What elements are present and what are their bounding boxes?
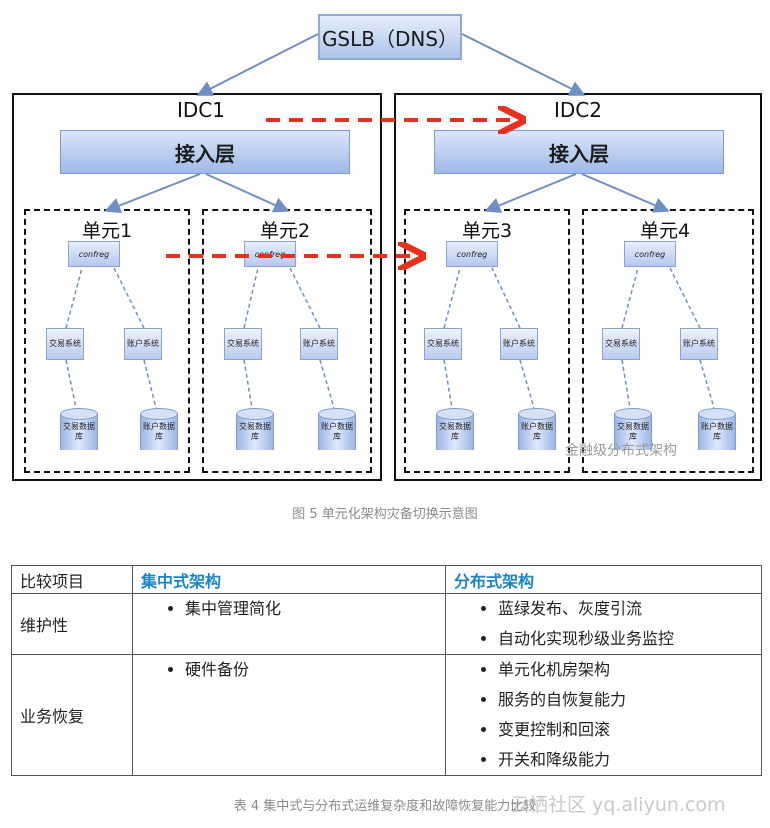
comparison-table: 比较项目 集中式架构 分布式架构 维护性 集中管理简化 蓝绿发布、灰度引流 自动… (11, 565, 762, 776)
row-centralized: 集中管理简化 (132, 593, 446, 655)
unit-2-account-db: 账户数据库 (318, 408, 356, 456)
gslb-to-idc1-arrow (196, 33, 319, 96)
bullet-item: 服务的自恢复能力 (498, 685, 753, 715)
table-row: 业务恢复 硬件备份 单元化机房架构 服务的自恢复能力 变更控制和回滚 开关和降级… (11, 654, 762, 776)
unit-3-account-system: 账户系统 (500, 328, 538, 360)
unit-3-trade-system: 交易系统 (424, 328, 462, 360)
unit-2-trade-db: 交易数据库 (236, 408, 274, 456)
unit-1-confreg: confreg (68, 241, 120, 267)
unit-2-trade-db-label: 交易数据库 (236, 414, 274, 450)
site-watermark: 云栖社区 yq.aliyun.com (510, 794, 726, 816)
diagram-caption: 图 5 单元化架构灾备切换示意图 (292, 507, 478, 522)
unit-4-title: 单元4 (640, 220, 691, 242)
diagram-watermark: 金融级分布式架构 (565, 443, 677, 459)
unit-4-account-db-label: 账户数据库 (698, 414, 736, 450)
row-distributed: 单元化机房架构 服务的自恢复能力 变更控制和回滚 开关和降级能力 (445, 654, 762, 776)
row-item: 维护性 (11, 593, 133, 655)
unit-1-title: 单元1 (82, 220, 133, 242)
unit-3-confreg: confreg (446, 241, 498, 267)
unit-4-trade-system: 交易系统 (602, 328, 640, 360)
gslb-to-idc2-arrow (461, 33, 586, 96)
bullet-item: 蓝绿发布、灰度引流 (498, 594, 753, 624)
unit-2-title: 单元2 (260, 220, 311, 242)
bullet-item: 自动化实现秒级业务监控 (498, 624, 753, 654)
row-distributed: 蓝绿发布、灰度引流 自动化实现秒级业务监控 (445, 593, 762, 655)
header-centralized: 集中式架构 (132, 565, 446, 594)
gslb-dns-box: GSLB（DNS） (318, 14, 462, 60)
table-header-row: 比较项目 集中式架构 分布式架构 (11, 565, 762, 594)
unit-2-trade-system: 交易系统 (224, 328, 262, 360)
unit-2-account-system: 账户系统 (300, 328, 338, 360)
idc-1-access-layer: 接入层 (60, 130, 350, 174)
idc-2-access-layer: 接入层 (434, 130, 724, 174)
row-centralized: 硬件备份 (132, 654, 446, 776)
unit-4-account-db: 账户数据库 (698, 408, 736, 456)
row-item: 业务恢复 (11, 654, 133, 776)
unit-4-trade-db: 交易数据库 (614, 408, 652, 456)
idc-2-title: IDC2 (554, 98, 602, 122)
unit-1-trade-db: 交易数据库 (60, 408, 98, 456)
unit-3-account-db: 账户数据库 (518, 408, 556, 456)
unit-1-account-db: 账户数据库 (140, 408, 178, 456)
bullet-item: 单元化机房架构 (498, 655, 753, 685)
table-row: 维护性 集中管理简化 蓝绿发布、灰度引流 自动化实现秒级业务监控 (11, 593, 762, 655)
unit-4-account-system: 账户系统 (680, 328, 718, 360)
unit-3-account-db-label: 账户数据库 (518, 414, 556, 450)
unit-4-trade-db-label: 交易数据库 (614, 414, 652, 450)
unit-2-confreg: confreg (244, 241, 296, 267)
unit-3-trade-db-label: 交易数据库 (436, 414, 474, 450)
bullet-item: 开关和降级能力 (498, 745, 753, 775)
failover-diagram: IDC1 接入层 IDC2 接入层 GSLB（DNS） 单元1 单元2 单元3 … (10, 6, 762, 488)
unit-1-account-system: 账户系统 (124, 328, 162, 360)
unit-1-account-db-label: 账户数据库 (140, 414, 178, 450)
unit-4-confreg: confreg (624, 241, 676, 267)
bullet-item: 变更控制和回滚 (498, 715, 753, 745)
unit-1-trade-system: 交易系统 (46, 328, 84, 360)
bullet-item: 硬件备份 (185, 655, 437, 685)
unit-3-title: 单元3 (462, 220, 513, 242)
unit-2-account-db-label: 账户数据库 (318, 414, 356, 450)
table-caption: 表 4 集中式与分布式运维复杂度和故障恢复能力比较 (233, 799, 537, 814)
bullet-item: 集中管理简化 (185, 594, 437, 624)
unit-3-trade-db: 交易数据库 (436, 408, 474, 456)
header-item: 比较项目 (11, 565, 133, 594)
idc-1-title: IDC1 (177, 98, 225, 122)
unit-1-trade-db-label: 交易数据库 (60, 414, 98, 450)
header-distributed: 分布式架构 (445, 565, 762, 594)
